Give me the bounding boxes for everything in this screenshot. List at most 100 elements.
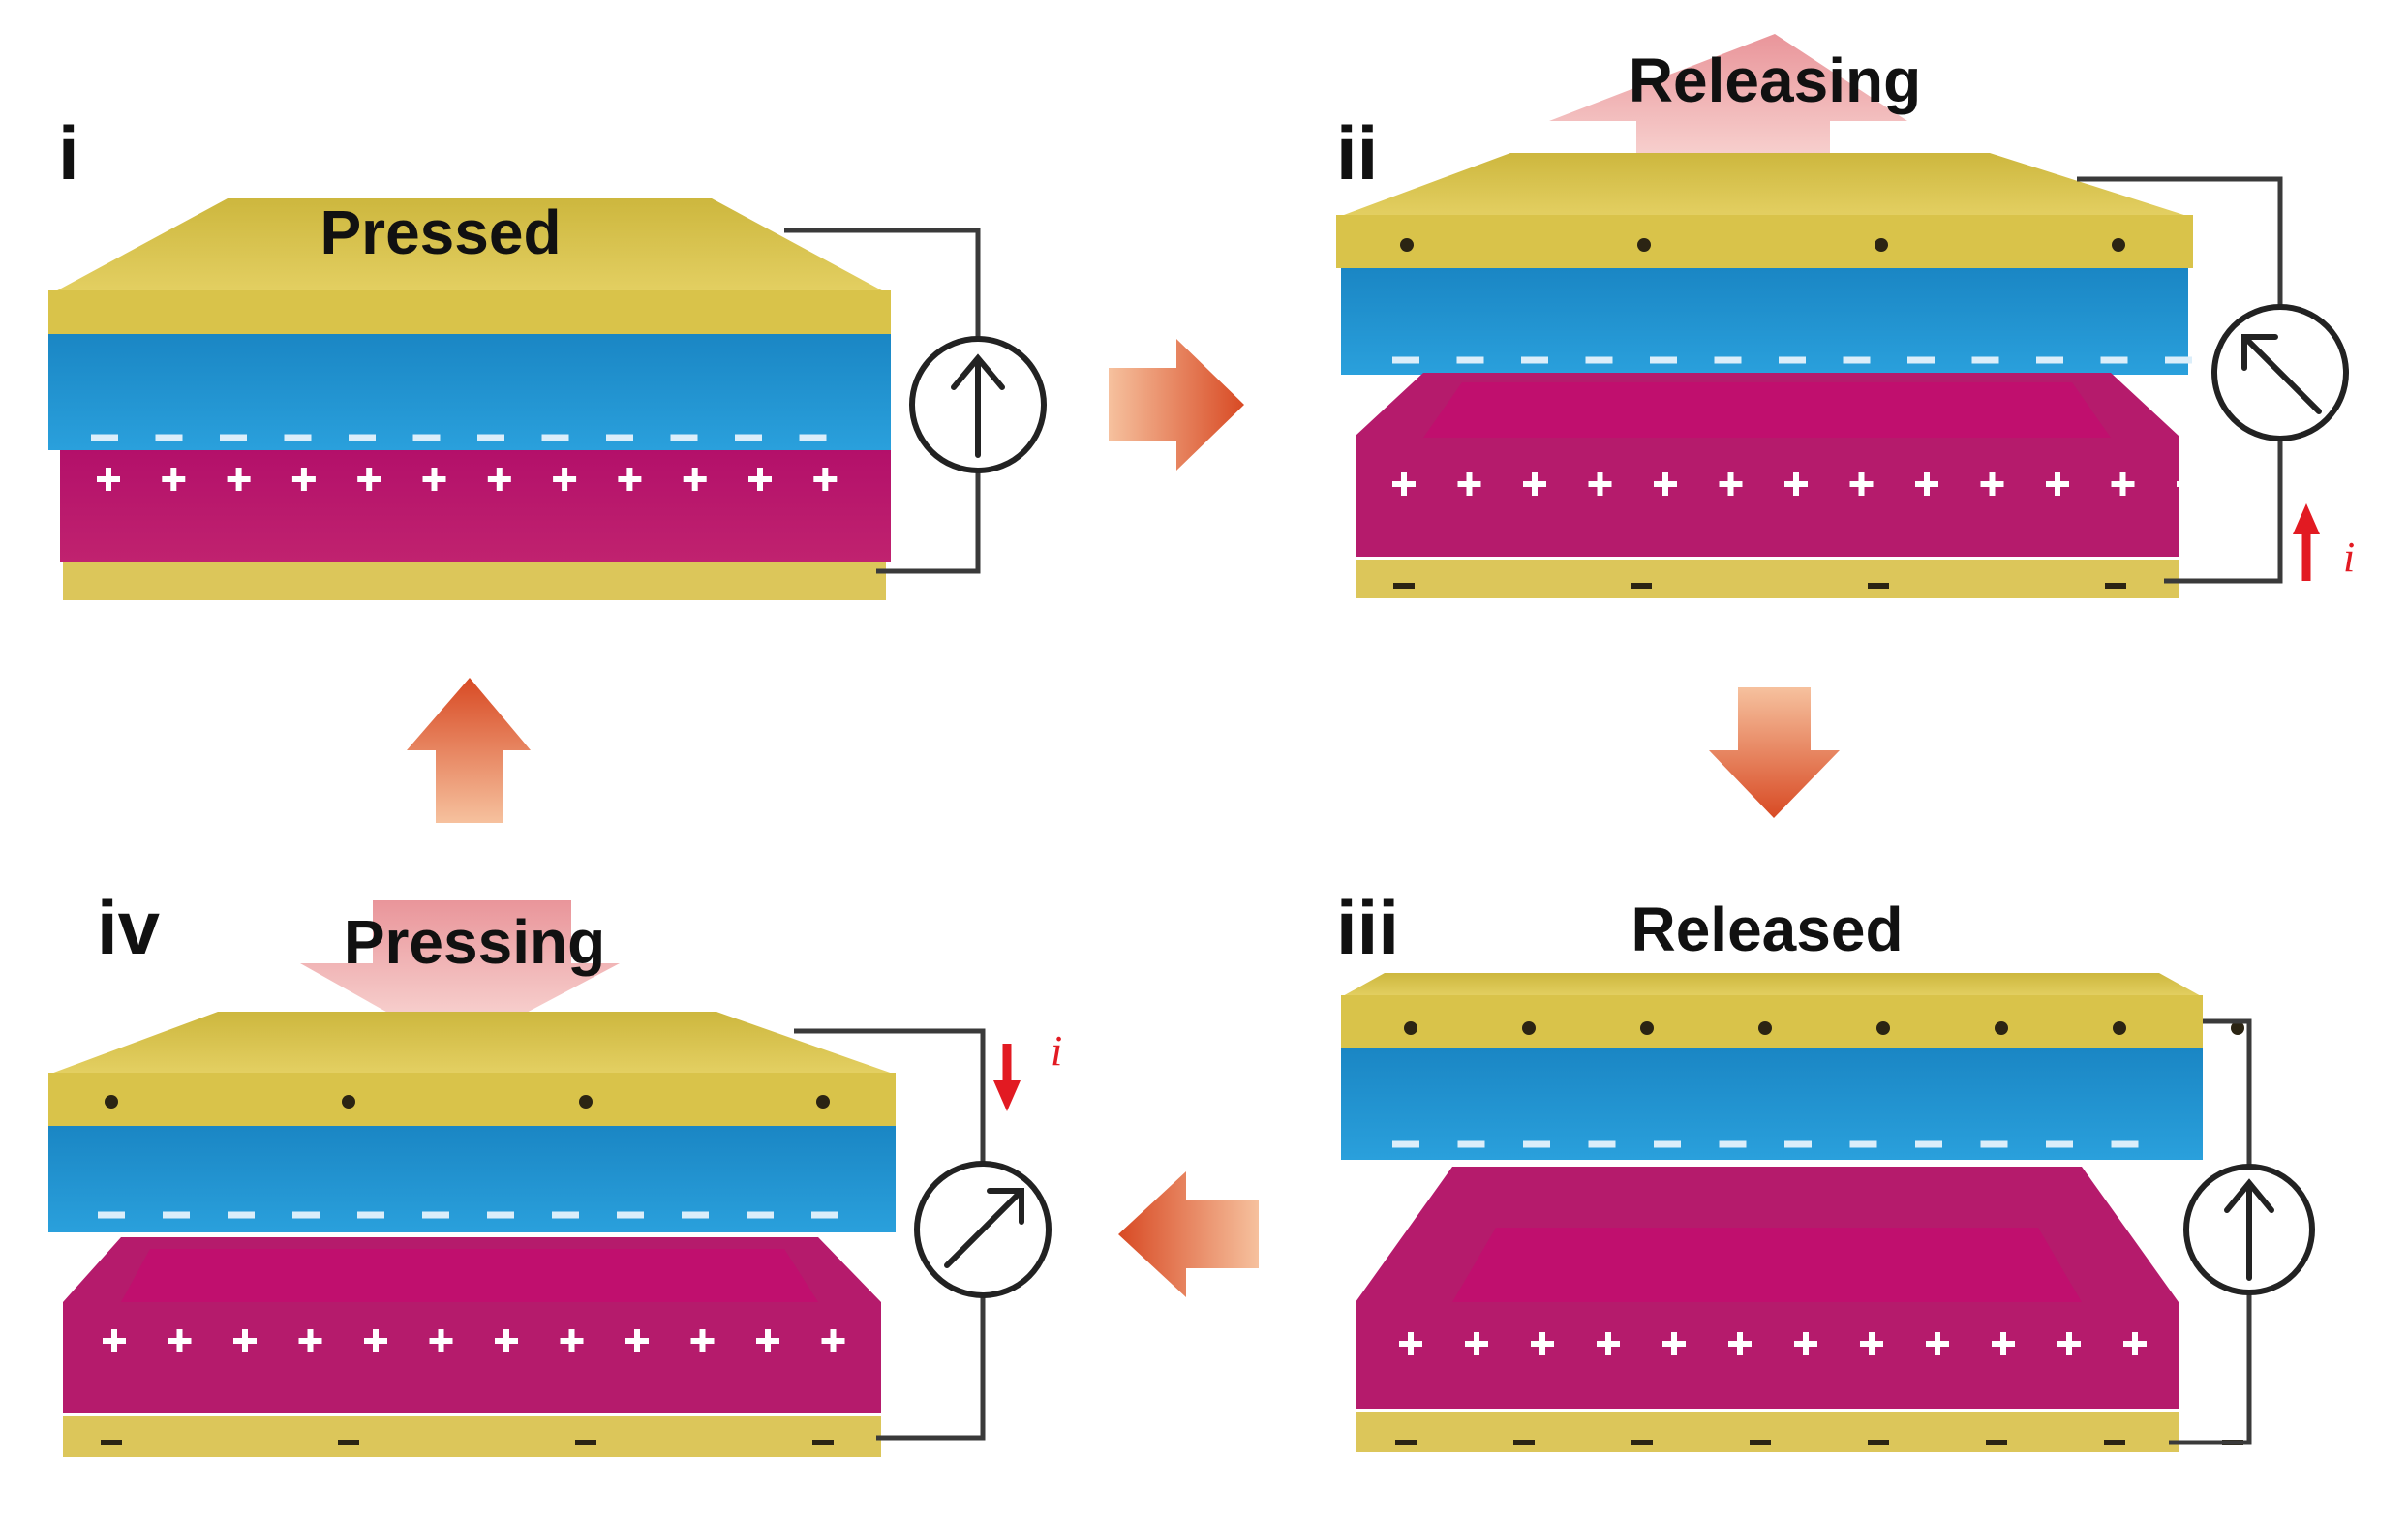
negative-charge — [412, 434, 441, 441]
circuit-wire — [784, 228, 981, 574]
negative-charge — [1588, 1140, 1616, 1148]
negative-charge — [1980, 1140, 2008, 1148]
electrode-charge — [579, 1095, 593, 1109]
dielectric-inner-face — [121, 1249, 818, 1302]
negative-charge — [1907, 356, 1935, 364]
force-arrow-icon — [1549, 34, 1907, 189]
positive-charge — [1654, 472, 1677, 496]
electrode-charge — [2113, 1021, 2126, 1035]
positive-charge — [168, 1329, 192, 1352]
electrode-charge — [1875, 238, 1888, 252]
positive-charge — [2177, 472, 2200, 496]
positive-charge — [291, 468, 316, 491]
negative-charge — [487, 1211, 514, 1219]
positive-charge — [97, 468, 120, 491]
negative-charge — [1521, 356, 1548, 364]
negative-charge — [552, 1211, 579, 1219]
positive-charge — [1926, 1332, 1949, 1355]
positive-charge — [487, 468, 511, 491]
negative-charge — [1915, 1140, 1942, 1148]
negative-charge — [1650, 356, 1677, 364]
positive-charge — [748, 468, 772, 491]
current-label: i — [1051, 1027, 1062, 1075]
negative-charge — [2036, 356, 2063, 364]
negative-charge — [155, 434, 183, 441]
top-electrode-bevel — [48, 198, 891, 295]
circuit-wire — [2077, 176, 2283, 584]
positive-charge — [298, 1329, 322, 1352]
electrode-charge — [1393, 583, 1415, 589]
electrode-charge — [2104, 1440, 2125, 1445]
negative-charge — [1523, 1140, 1550, 1148]
positive-charge — [553, 468, 577, 491]
negative-charge — [1392, 1140, 1419, 1148]
ammeter-icon — [2183, 1164, 2315, 1295]
positive-charge — [1662, 1332, 1686, 1355]
negative-charge — [1784, 1140, 1812, 1148]
negative-charge — [163, 1211, 190, 1219]
electrode-charge — [816, 1095, 830, 1109]
positive-charge — [1860, 1332, 1883, 1355]
negative-charge — [670, 434, 698, 441]
positive-charges — [1392, 472, 2200, 496]
electrode-charges — [105, 1095, 830, 1109]
electrode-charge — [2105, 583, 2126, 589]
positive-charge — [618, 468, 642, 491]
electrode-charge — [1758, 1021, 1772, 1035]
negative-charge — [220, 434, 247, 441]
process-arrow-icon — [407, 678, 531, 823]
positive-charge — [227, 468, 251, 491]
ammeter-icon — [914, 1161, 1052, 1298]
panel-iii-numeral: iii — [1336, 885, 1399, 970]
positive-charges — [97, 468, 838, 491]
positive-charge — [2046, 472, 2069, 496]
current-arrow-icon — [2293, 503, 2320, 581]
negative-charge — [1843, 356, 1871, 364]
positive-charge — [1784, 472, 1808, 496]
positive-charge — [1849, 472, 1874, 496]
ammeter-icon — [2211, 304, 2349, 441]
positive-charge — [233, 1329, 257, 1352]
circuit-wire — [2169, 1018, 2252, 1445]
positive-charge — [1719, 472, 1743, 496]
state-label-pressed: Pressed — [320, 197, 561, 267]
negative-charge — [349, 434, 376, 441]
negative-charge — [1457, 1140, 1485, 1148]
bottom-electrode — [63, 1416, 881, 1457]
positive-charges — [103, 1329, 910, 1352]
panel-iv: iv Pressing i — [48, 885, 1062, 1457]
positive-charge — [683, 468, 707, 491]
positive-charge — [887, 1329, 910, 1352]
bottom-electrode — [63, 562, 886, 600]
positive-charge — [756, 1329, 779, 1352]
panel-ii-numeral: ii — [1336, 110, 1378, 196]
positive-charge — [560, 1329, 584, 1352]
panel-iii: iii Released — [1336, 885, 2315, 1452]
negative-charge — [1714, 356, 1742, 364]
negative-charges — [1392, 356, 2192, 364]
ammeter-icon — [909, 336, 1047, 473]
top-electrode-bevel — [48, 1012, 896, 1075]
negative-charge — [1654, 1140, 1681, 1148]
positive-charge — [357, 468, 381, 491]
positive-charge — [2123, 1332, 2147, 1355]
process-arrow-icon — [1118, 1171, 1259, 1297]
positive-charge — [1399, 1332, 1422, 1355]
positive-charge — [2057, 1332, 2081, 1355]
electrode-charge — [342, 1095, 355, 1109]
positive-charge — [690, 1329, 715, 1352]
positive-charge — [625, 1329, 649, 1352]
dielectric-inner-face — [1452, 1228, 2082, 1302]
negative-charge — [1849, 1140, 1877, 1148]
positive-charge — [1457, 472, 1481, 496]
panel-i-numeral: i — [58, 110, 79, 196]
electrode-charge — [2112, 238, 2125, 252]
current-label: i — [2343, 533, 2355, 581]
electrode-charge — [105, 1095, 118, 1109]
electrode-charge — [1640, 1021, 1654, 1035]
positive-charge — [1980, 472, 2004, 496]
positive-charge — [422, 468, 446, 491]
electrode-charge — [1404, 1021, 1417, 1035]
electrode-charges — [1404, 1021, 2244, 1035]
positive-charge — [1465, 1332, 1488, 1355]
